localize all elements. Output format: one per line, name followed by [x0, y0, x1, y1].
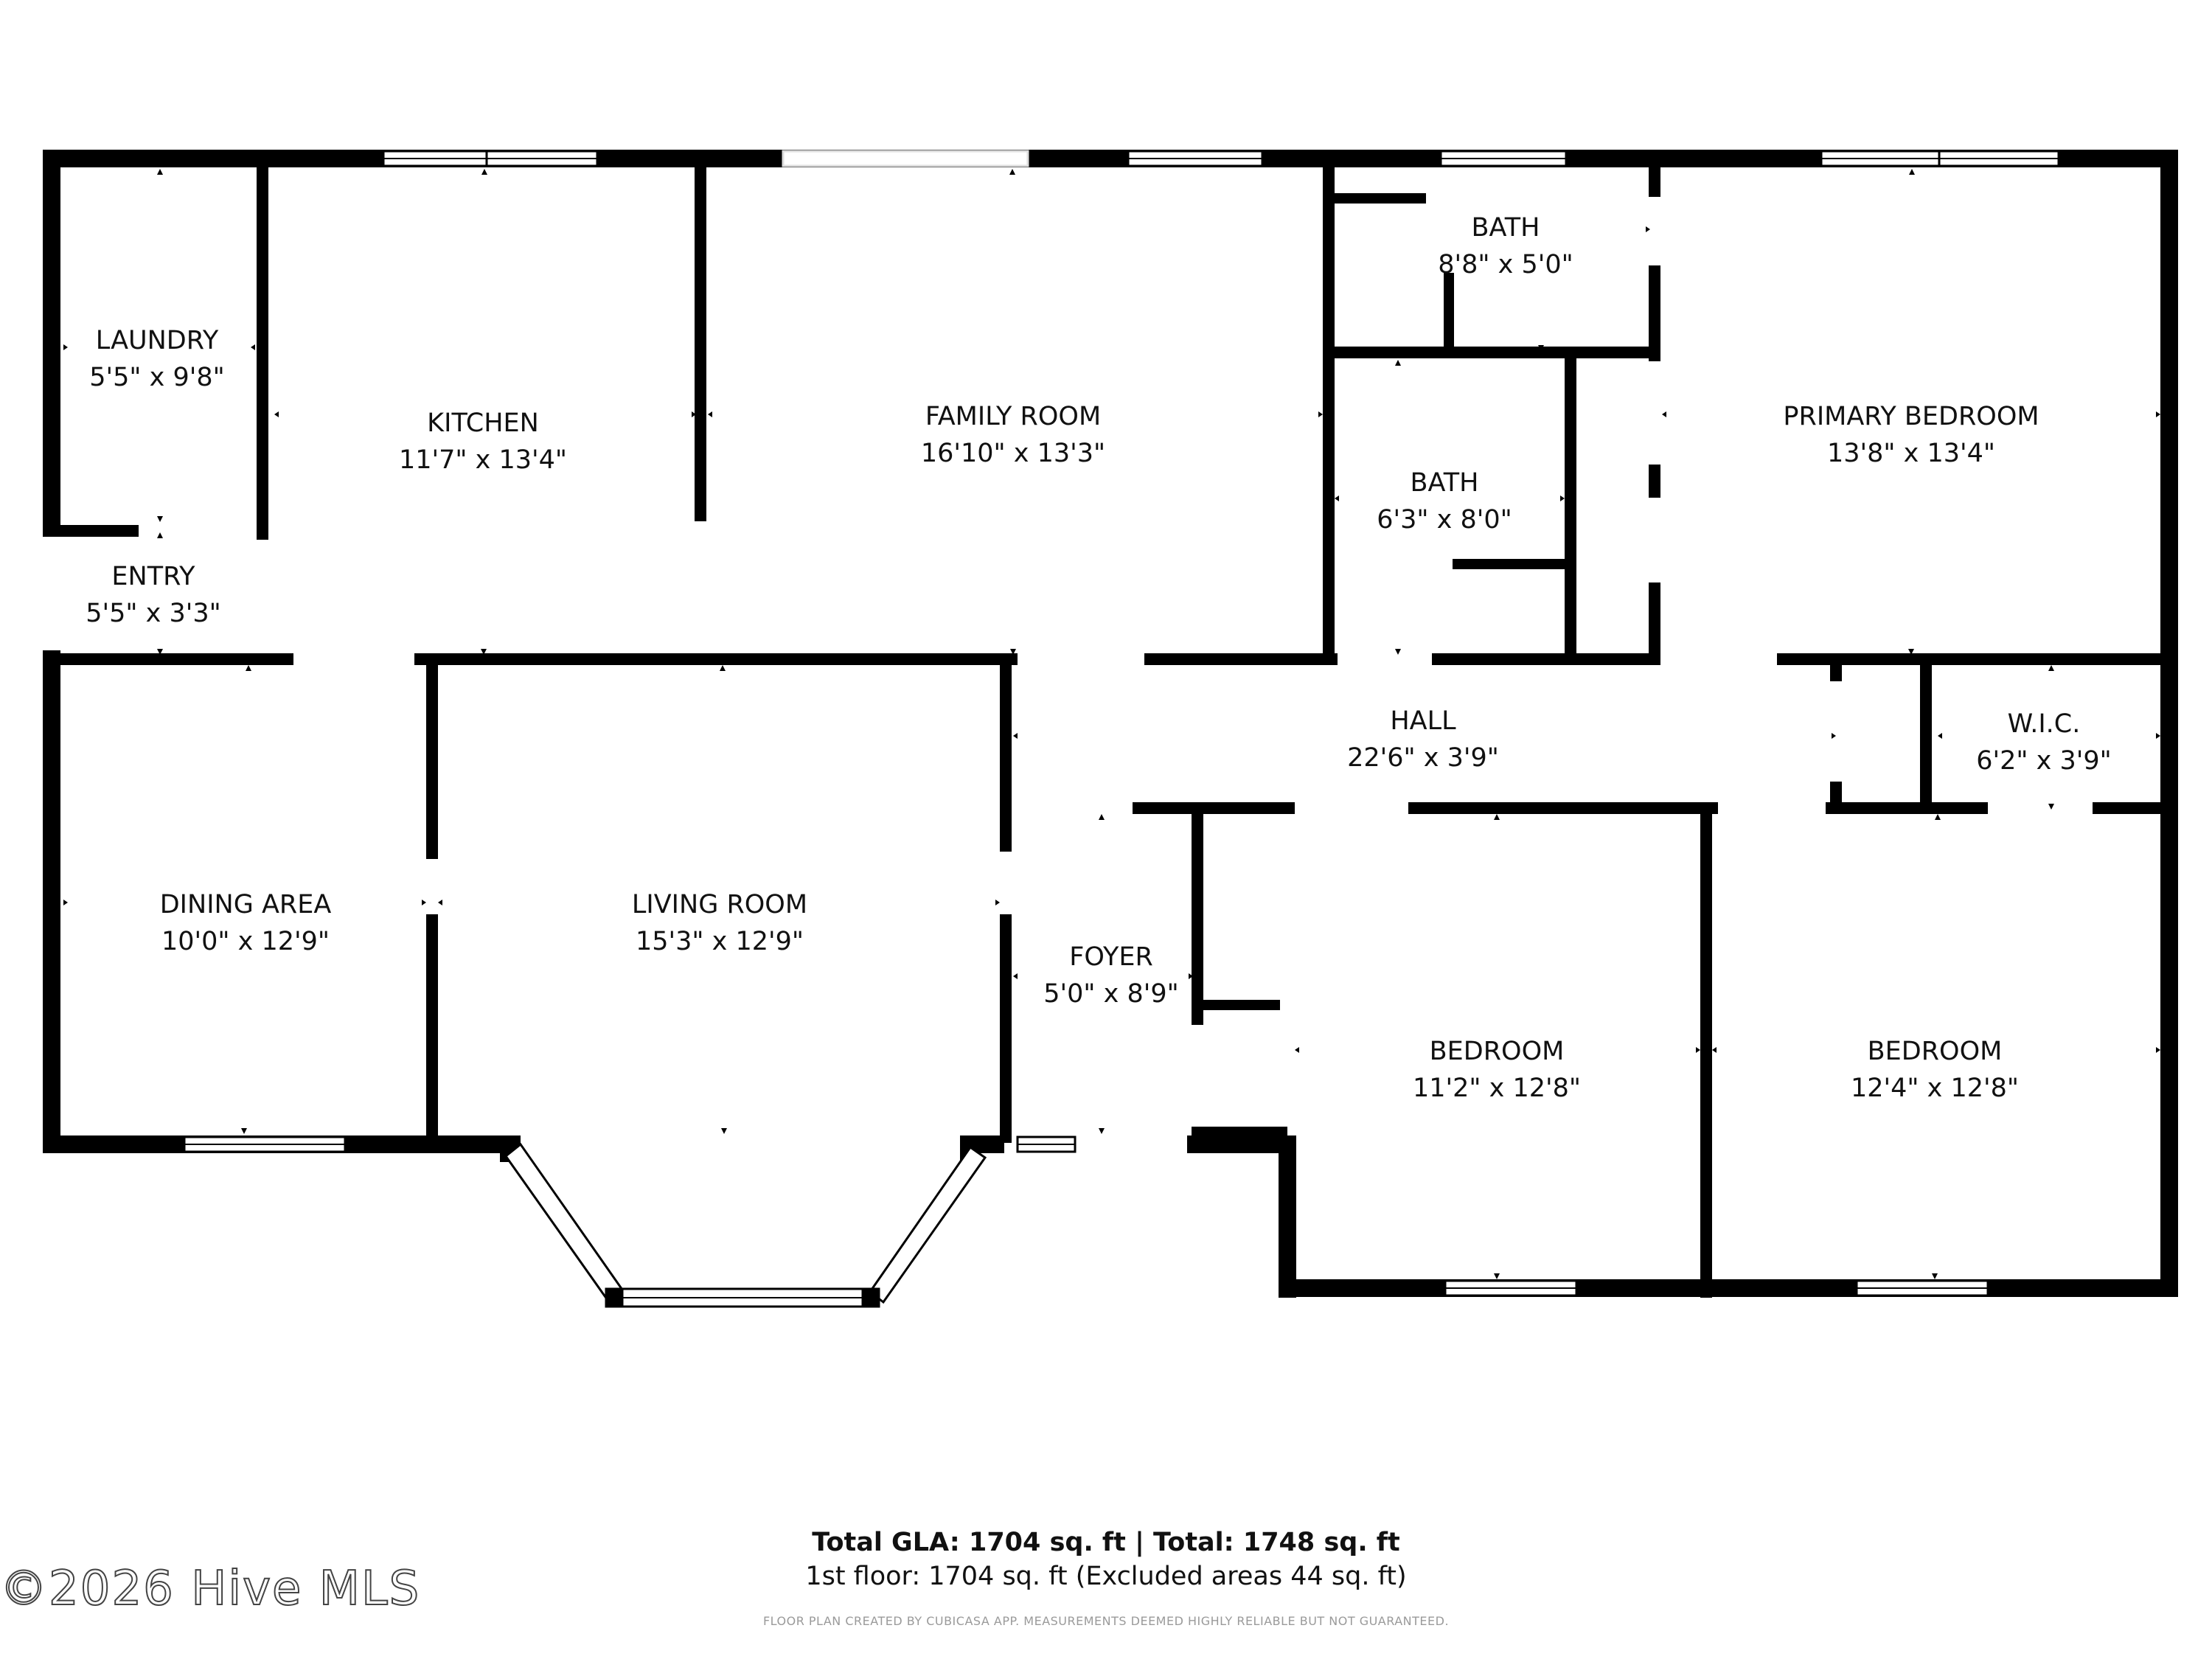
- room-dimensions: 22'6" x 3'9": [1347, 743, 1499, 773]
- room-name: LIVING ROOM: [632, 890, 807, 919]
- room-dimensions: 8'8" x 5'0": [1438, 250, 1573, 279]
- room-dimensions: 5'0" x 8'9": [1043, 979, 1178, 1009]
- room-laundry: LAUNDRY 5'5" x 9'8": [89, 326, 224, 392]
- room-name: ENTRY: [111, 562, 195, 591]
- room-wic: W.I.C. 6'2" x 3'9": [1976, 709, 2111, 776]
- room-dimensions: 6'2" x 3'9": [1976, 746, 2111, 776]
- room-name: KITCHEN: [427, 408, 539, 438]
- room-hall: HALL 22'6" x 3'9": [1347, 706, 1499, 773]
- room-name: DINING AREA: [160, 890, 332, 919]
- walls: [43, 150, 2178, 1298]
- room-dining-area: DINING AREA 10'0" x 12'9": [160, 890, 332, 956]
- room-bedroom-1: BEDROOM 11'2" x 12'8": [1413, 1037, 1581, 1103]
- room-family-room: FAMILY ROOM 16'10" x 13'3": [921, 402, 1105, 468]
- room-dimensions: 6'3" x 8'0": [1377, 505, 1512, 535]
- copyright-watermark: ©2026 Hive MLS: [0, 1561, 421, 1617]
- room-name: W.I.C.: [2008, 709, 2081, 739]
- room-name: PRIMARY BEDROOM: [1783, 402, 2039, 431]
- room-dimensions: 11'7" x 13'4": [399, 445, 567, 475]
- disclaimer: FLOOR PLAN CREATED BY CUBICASA APP. MEAS…: [762, 1614, 1450, 1628]
- room-primary-bedroom: PRIMARY BEDROOM 13'8" x 13'4": [1783, 402, 2039, 468]
- room-dimensions: 13'8" x 13'4": [1827, 439, 1995, 468]
- room-name: BEDROOM: [1868, 1037, 2003, 1066]
- room-bath-lower: BATH 6'3" x 8'0": [1377, 468, 1512, 535]
- floor-area-summary: 1st floor: 1704 sq. ft (Excluded areas 4…: [805, 1562, 1407, 1591]
- room-dimensions: 5'5" x 3'3": [86, 599, 220, 628]
- room-name: HALL: [1390, 706, 1456, 736]
- total-area-summary: Total GLA: 1704 sq. ft | Total: 1748 sq.…: [812, 1528, 1400, 1557]
- room-name: BATH: [1472, 213, 1540, 243]
- room-name: BEDROOM: [1430, 1037, 1565, 1066]
- opening-markers: [63, 169, 2160, 1279]
- room-dimensions: 16'10" x 13'3": [921, 439, 1105, 468]
- room-dimensions: 10'0" x 12'9": [161, 927, 330, 956]
- room-foyer: FOYER 5'0" x 8'9": [1043, 942, 1178, 1009]
- room-dimensions: 12'4" x 12'8": [1851, 1074, 2019, 1103]
- room-bath-upper: BATH 8'8" x 5'0": [1438, 213, 1573, 279]
- room-living-room: LIVING ROOM 15'3" x 12'9": [632, 890, 807, 956]
- room-kitchen: KITCHEN 11'7" x 13'4": [399, 408, 567, 475]
- room-name: FOYER: [1069, 942, 1153, 972]
- room-name: BATH: [1411, 468, 1479, 498]
- room-entry: ENTRY 5'5" x 3'3": [86, 562, 220, 628]
- windows: [183, 150, 2060, 1308]
- room-dimensions: 11'2" x 12'8": [1413, 1074, 1581, 1103]
- room-bedroom-2: BEDROOM 12'4" x 12'8": [1851, 1037, 2019, 1103]
- room-labels: LAUNDRY 5'5" x 9'8" ENTRY 5'5" x 3'3" KI…: [86, 213, 2111, 1103]
- room-dimensions: 15'3" x 12'9": [636, 927, 804, 956]
- room-name: LAUNDRY: [96, 326, 219, 355]
- room-name: FAMILY ROOM: [925, 402, 1101, 431]
- room-dimensions: 5'5" x 9'8": [89, 363, 224, 392]
